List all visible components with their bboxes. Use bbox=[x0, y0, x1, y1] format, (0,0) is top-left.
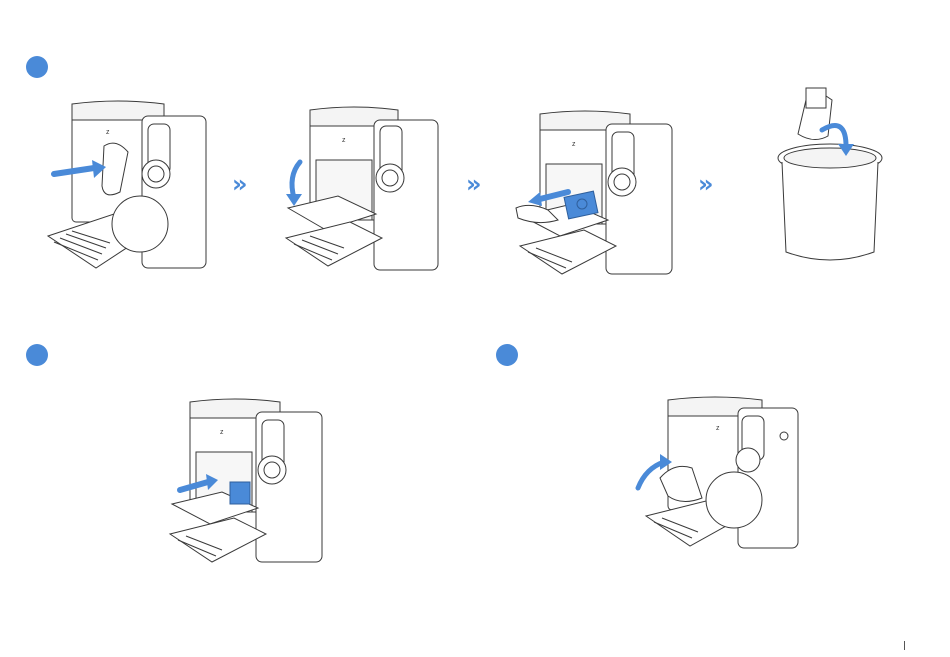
illustration-open-lid: z bbox=[278, 96, 448, 276]
svg-text:z: z bbox=[220, 429, 224, 436]
page-marker bbox=[904, 641, 905, 650]
illustration-close-lid: z bbox=[630, 396, 800, 556]
sequence-arrow-icon: » bbox=[232, 172, 239, 196]
illustration-remove-dust-bag: z bbox=[508, 106, 683, 282]
step-2-marker bbox=[26, 344, 48, 366]
step-1-marker bbox=[26, 56, 48, 78]
illustration-insert-new-bag: z bbox=[160, 396, 335, 572]
illustration-press-lid-release: z bbox=[44, 96, 214, 276]
sequence-arrow-icon: » bbox=[698, 172, 705, 196]
svg-text:z: z bbox=[716, 425, 720, 432]
curved-arrow-icon bbox=[292, 162, 300, 198]
sequence-arrow-icon: » bbox=[466, 172, 473, 196]
svg-text:z: z bbox=[572, 141, 576, 148]
step-3-marker bbox=[496, 344, 518, 366]
svg-text:z: z bbox=[342, 137, 346, 144]
svg-text:z: z bbox=[106, 129, 110, 136]
illustration-dispose-bag bbox=[776, 86, 886, 266]
